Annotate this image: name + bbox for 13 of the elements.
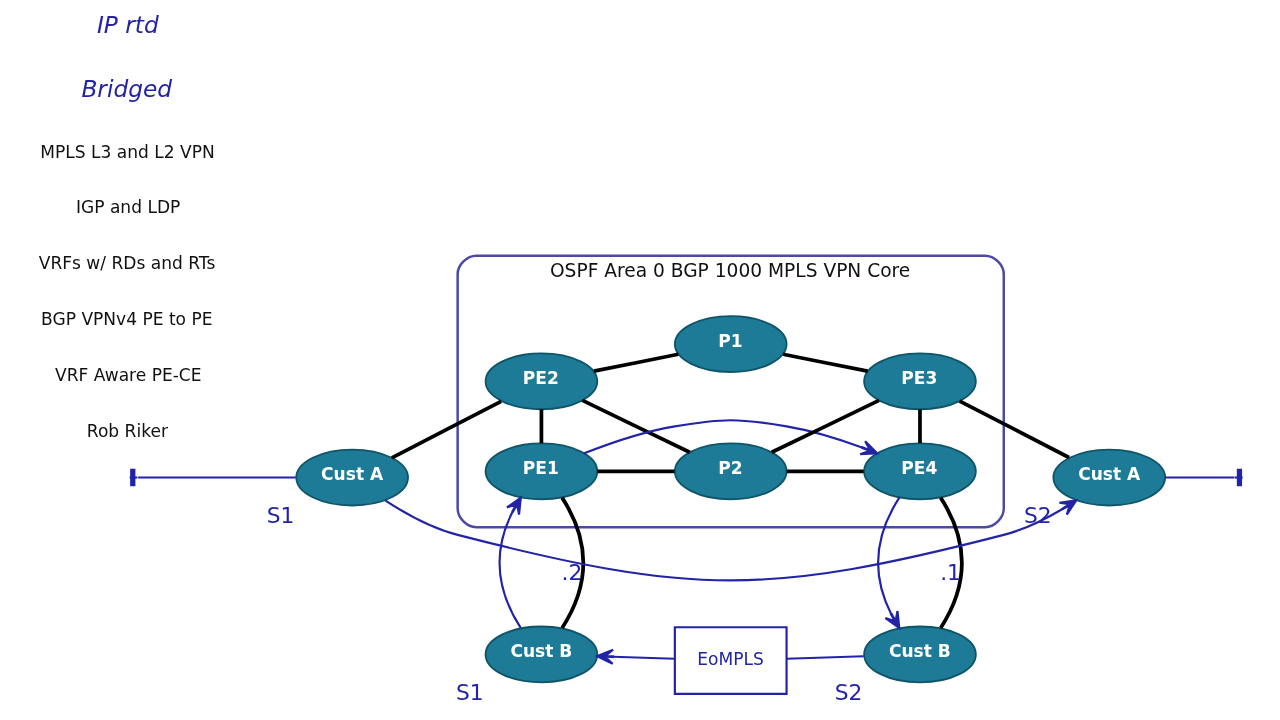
label: BGP VPNv4 PE to PE [40,309,212,330]
node-label: S2 [834,679,862,705]
node-label: S1 [266,502,294,528]
edge-label: .1 [939,560,961,586]
label: VRF Aware PE-CE [54,365,202,386]
node-label: S1 [455,679,484,705]
label: VRFs w/ RDs and RTs [38,253,215,274]
edge-label: .2 [561,560,582,586]
label: IP rtd [96,11,159,39]
label: Bridged [80,74,172,102]
label: MPLS L3 and L2 VPN [39,141,215,162]
label: IGP and LDP [75,197,180,218]
label: Rob Riker [86,420,168,441]
